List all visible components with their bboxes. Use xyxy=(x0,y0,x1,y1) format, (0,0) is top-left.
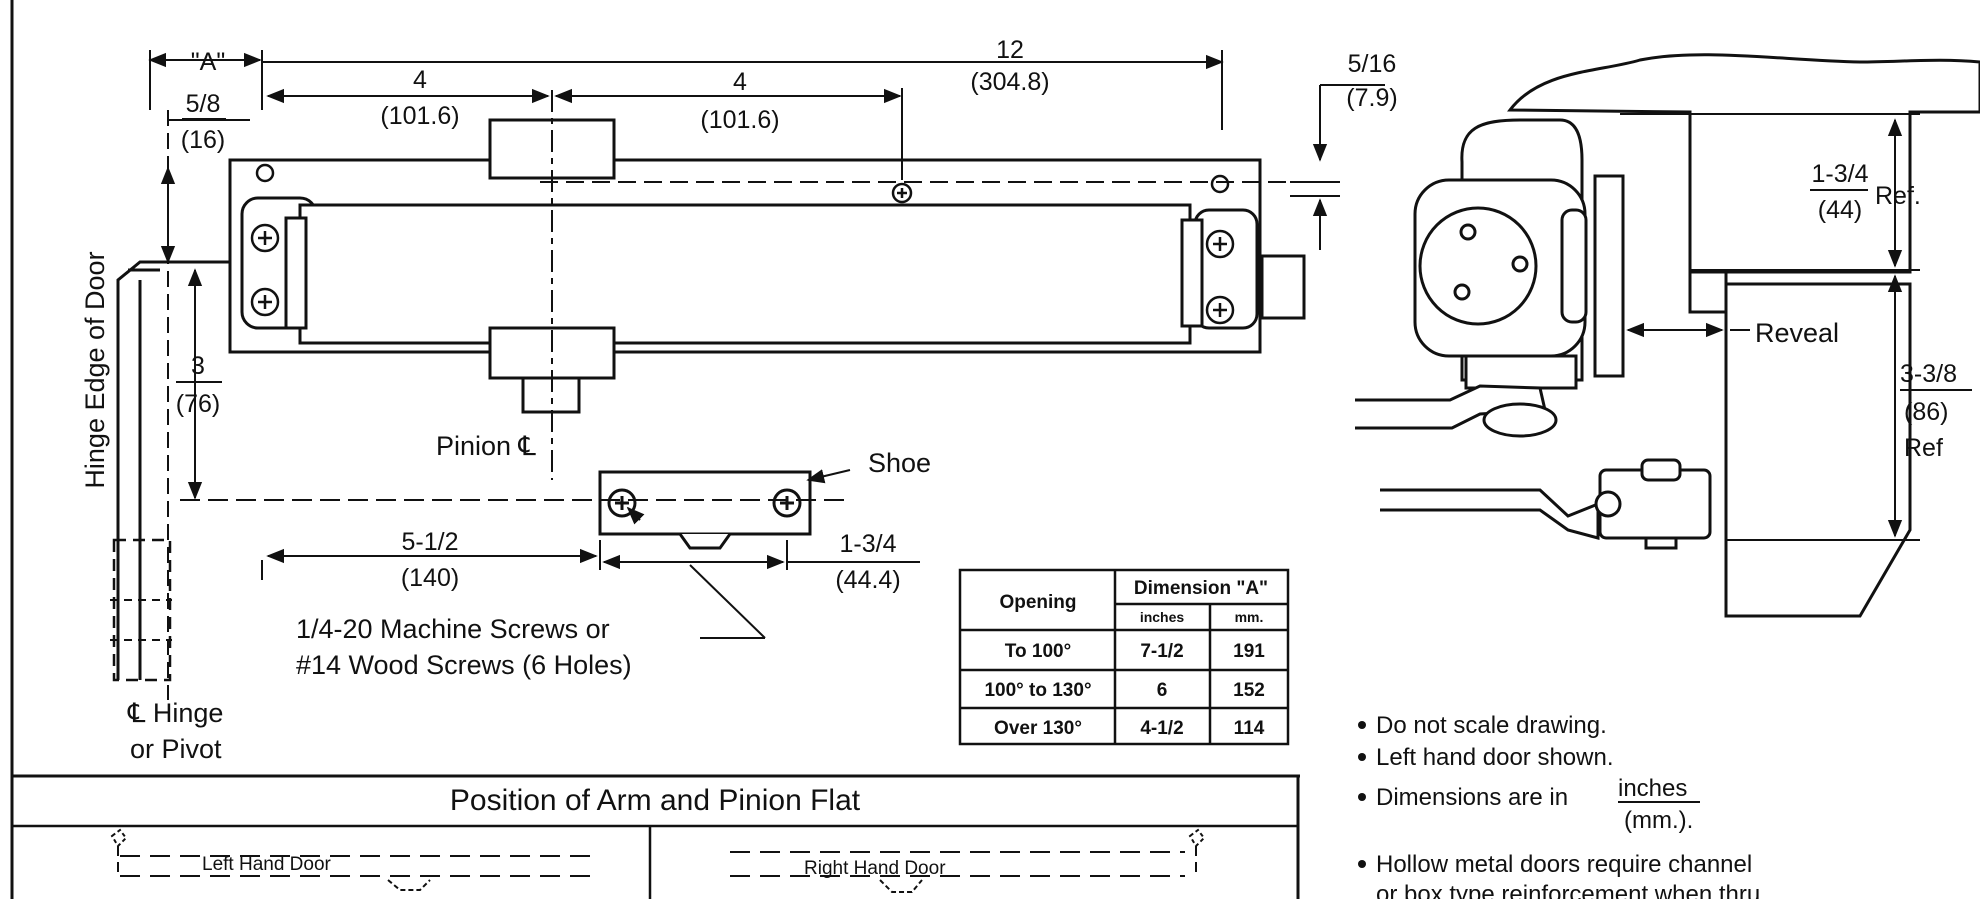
screws-label-line1: 1/4-20 Machine Screws or xyxy=(296,614,610,644)
dimension-5-16-mm-label: (7.9) xyxy=(1346,84,1397,112)
bullet-icon xyxy=(1358,753,1366,761)
hinge-pivot-label-line2: or Pivot xyxy=(130,734,222,764)
table-cell-opening: Over 130° xyxy=(994,718,1082,739)
mounting-holes xyxy=(250,163,1235,325)
table-cell-inches: 6 xyxy=(1157,680,1168,701)
bullet-icon xyxy=(1358,860,1366,868)
table-row: 100° to 130° 6 152 xyxy=(984,680,1264,701)
table-row: Over 130° 4-1/2 114 xyxy=(994,718,1265,739)
dimension-1-3-4-mm-label: (44.4) xyxy=(835,566,900,594)
screws-label-line2: #14 Wood Screws (6 Holes) xyxy=(296,650,632,680)
table-subheader-mm: mm. xyxy=(1235,609,1264,625)
notes-list: Do not scale drawing. Left hand door sho… xyxy=(1358,712,1760,899)
left-hand-door-label: Left Hand Door xyxy=(202,854,332,875)
side-view-closer xyxy=(1355,53,1980,618)
table-cell-opening: 100° to 130° xyxy=(984,680,1091,701)
note-4-line2: or box type reinforcement when thru xyxy=(1376,881,1760,899)
bullet-icon xyxy=(1358,721,1366,729)
table-cell-mm: 191 xyxy=(1233,641,1265,662)
right-hand-door-label: Right Hand Door xyxy=(804,858,946,879)
note-3-unit: inches xyxy=(1618,775,1687,802)
arm-shoe xyxy=(598,470,812,550)
dimension-5-1-2-mm-label: (140) xyxy=(401,564,459,592)
arm-position-title: Position of Arm and Pinion Flat xyxy=(450,784,861,817)
table-row: To 100° 7-1/2 191 xyxy=(1005,641,1265,662)
side-dimension-1-3-4-mm-label: (44) xyxy=(1818,196,1862,224)
side-ref2-label: Ref xyxy=(1904,434,1943,462)
table-cell-inches: 4-1/2 xyxy=(1140,718,1183,739)
dimension-a-table xyxy=(958,568,1290,746)
dimension-lines xyxy=(148,50,1385,639)
table-header-opening: Opening xyxy=(999,592,1076,613)
bullet-icon xyxy=(1358,793,1366,801)
dimension-4-right-mm-label: (101.6) xyxy=(700,106,779,134)
dimension-4-left-label: 4 xyxy=(413,66,427,94)
note-3-prefix: Dimensions are in xyxy=(1376,784,1568,811)
reveal-label: Reveal xyxy=(1755,318,1839,348)
note-1: Do not scale drawing. xyxy=(1376,712,1607,739)
hinge-edge-label: Hinge Edge of Door xyxy=(80,251,110,488)
table-header-dimension-a: Dimension "A" xyxy=(1134,578,1268,599)
table-subheader-inches: inches xyxy=(1140,609,1185,625)
door-closer-body xyxy=(228,118,1306,414)
table-cell-mm: 152 xyxy=(1233,680,1265,701)
note-4-line1: Hollow metal doors require channel xyxy=(1376,851,1752,878)
dimension-4-right-label: 4 xyxy=(733,68,747,96)
dimension-3-mm-label: (76) xyxy=(176,390,220,418)
pinion-centerline-label: Pinion ℄ xyxy=(436,431,537,461)
dimension-12-mm-label: (304.8) xyxy=(970,68,1049,96)
dimension-5-16-label: 5/16 xyxy=(1348,50,1397,78)
hinge-pivot-label-line1: ℄ Hinge xyxy=(127,698,223,728)
table-cell-opening: To 100° xyxy=(1005,641,1071,662)
dimension-4-left-mm-label: (101.6) xyxy=(380,102,459,130)
dimension-5-8-mm-label: (16) xyxy=(181,126,225,154)
shoe-label: Shoe xyxy=(868,448,931,478)
dimension-5-8-label: 5/8 xyxy=(186,90,221,118)
dimension-a-label: "A" xyxy=(191,48,225,76)
door-hinge-edge xyxy=(110,260,230,682)
dimension-12-label: 12 xyxy=(996,36,1024,64)
table-cell-mm: 114 xyxy=(1234,718,1265,739)
note-3-unit-mm: (mm.). xyxy=(1624,807,1693,834)
dimension-5-1-2-label: 5-1/2 xyxy=(402,528,459,556)
side-dimension-3-3-8-label: 3-3/8 xyxy=(1900,360,1957,388)
table-cell-inches: 7-1/2 xyxy=(1140,641,1183,662)
dimension-3-label: 3 xyxy=(191,352,205,380)
side-view-dimension-lines xyxy=(1620,113,1920,541)
side-dimension-3-3-8-mm-label: (86) xyxy=(1904,398,1948,426)
side-dimension-1-3-4-label: 1-3/4 xyxy=(1812,160,1869,188)
dimension-1-3-4-label: 1-3/4 xyxy=(840,530,897,558)
note-2: Left hand door shown. xyxy=(1376,744,1614,771)
arm-position-section: Position of Arm and Pinion Flat Left Han… xyxy=(12,784,1298,899)
side-ref-label: Ref. xyxy=(1875,182,1921,210)
